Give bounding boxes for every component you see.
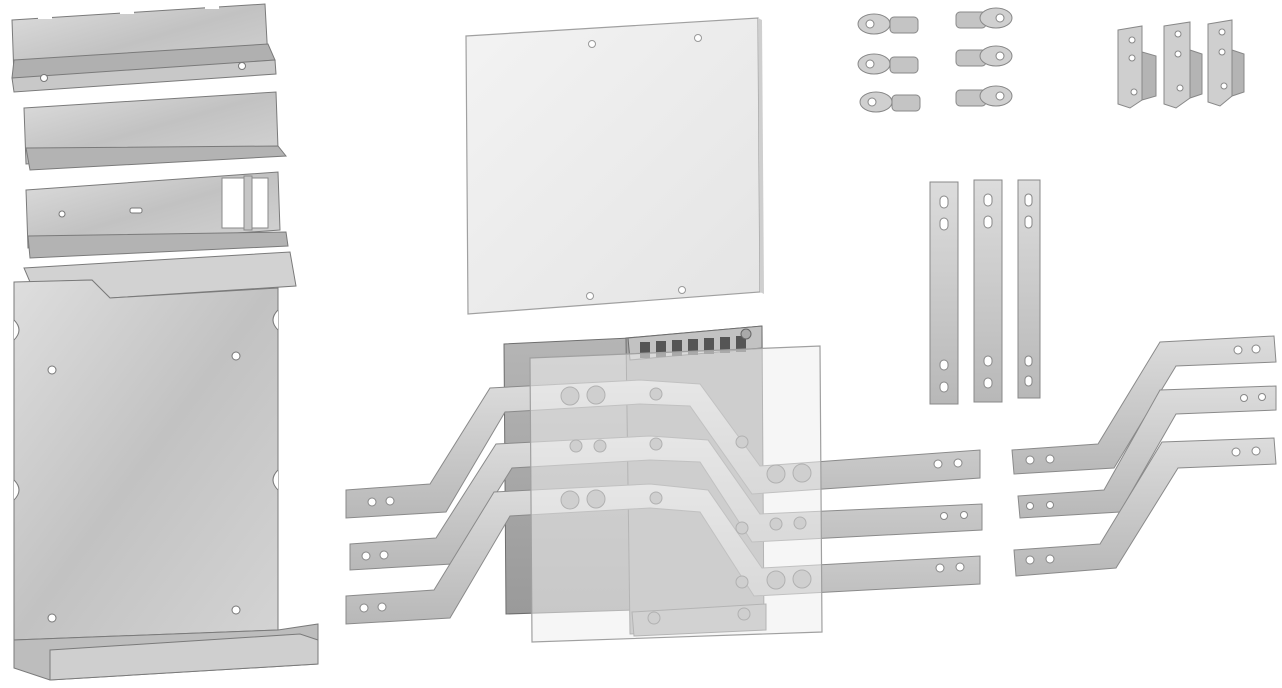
mounting-clip: [1117, 25, 1157, 109]
second-angle-bracket: [23, 91, 287, 171]
vertical-flat-bars-group: [929, 179, 1041, 405]
right-busbars-group: [1011, 335, 1277, 577]
vertical-flat-bar: [973, 179, 1003, 403]
third-bracket-with-slots: [25, 171, 289, 259]
large-back-plate: [13, 251, 319, 681]
cable-lug: [955, 7, 1013, 29]
mounting-clip: [1207, 19, 1245, 107]
right-busbar-top: [1011, 335, 1277, 475]
right-busbar-middle: [1017, 385, 1277, 519]
ventilation-slots: [640, 336, 746, 358]
right-busbar-bottom: [1013, 437, 1277, 577]
cable-lug: [857, 13, 919, 35]
top-angle-bracket: [11, 3, 277, 93]
acrylic-cover-plate: [465, 17, 764, 315]
cable-lug: [955, 85, 1013, 107]
mounting-clips-group: [1117, 19, 1245, 109]
cable-lug: [857, 53, 919, 75]
mounting-clip: [1163, 21, 1203, 109]
cable-lug: [955, 45, 1013, 67]
cable-lug: [859, 91, 921, 113]
acrylic-front-shield: [529, 345, 823, 643]
vertical-flat-bar: [929, 181, 959, 405]
cable-lugs-group: [857, 7, 1013, 113]
busbar-assembly: [345, 325, 983, 643]
vertical-flat-bar: [1017, 179, 1041, 399]
